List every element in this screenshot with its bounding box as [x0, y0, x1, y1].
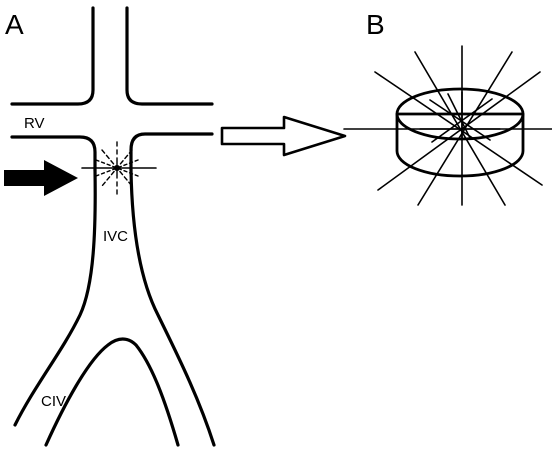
cylinder-strut	[429, 99, 491, 141]
vessel-wall-upper-left	[10, 6, 95, 106]
panel-a-label: A	[5, 9, 24, 40]
common-iliac-vein-label: CIV	[41, 393, 67, 410]
cylinder-side	[395, 112, 525, 178]
vessel-wall-upper-right	[125, 6, 214, 106]
filter-cylinder	[343, 45, 552, 206]
iliac-bifurcation	[44, 337, 180, 447]
pointer-arrow	[4, 160, 78, 196]
cylinder-strut	[447, 93, 471, 139]
inferior-vena-cava-label: IVC	[103, 228, 129, 245]
ivc-right-wall	[129, 168, 216, 447]
right-branch-lower-wall	[129, 132, 214, 172]
renal-vein-lower-wall	[10, 135, 97, 172]
vessel-walls	[10, 6, 216, 447]
transition-arrow	[220, 115, 347, 157]
filter-strut	[95, 159, 139, 177]
ivc-left-wall	[13, 168, 97, 427]
renal-vein-label: RV	[24, 115, 45, 132]
filter-device	[81, 141, 157, 195]
cylinder-strut	[377, 71, 541, 191]
filter-strut	[95, 159, 139, 177]
panel-b-label: B	[366, 9, 385, 40]
cylinder-top	[395, 87, 525, 141]
filter-hub	[114, 165, 120, 171]
